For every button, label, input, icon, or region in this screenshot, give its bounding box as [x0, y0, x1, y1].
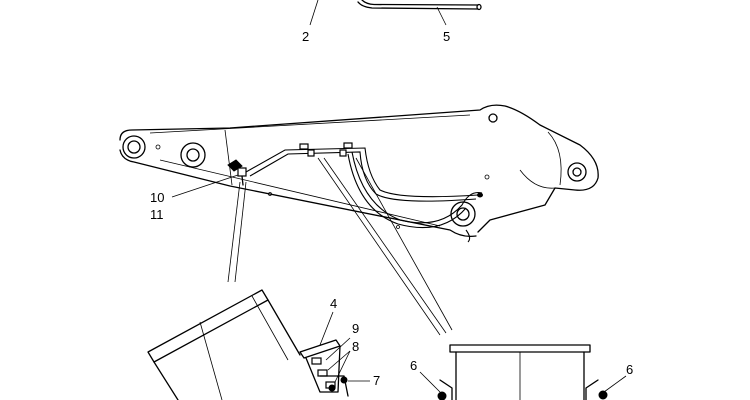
callout-4: 4	[330, 296, 337, 311]
callout-7: 7	[373, 373, 380, 388]
callout-5: 5	[443, 29, 450, 44]
leader-6-right	[603, 375, 627, 393]
callout-9: 9	[352, 321, 359, 336]
dipper-arm	[119, 104, 599, 238]
fitting-10-11	[227, 159, 247, 186]
callout-11: 11	[150, 207, 164, 222]
callout-2: 2	[302, 29, 309, 44]
leader-6-left	[419, 371, 441, 393]
extension-lines	[227, 157, 453, 336]
leader-8a	[327, 350, 351, 371]
leader-8b	[334, 350, 351, 383]
hydraulic-hoses	[245, 142, 483, 243]
callout-10: 10	[150, 190, 164, 205]
leader-5	[436, 6, 447, 26]
part-5-tube	[357, 0, 482, 11]
valve-assembly	[299, 339, 349, 397]
bucket-right	[437, 344, 608, 400]
leader-10-11	[171, 174, 239, 198]
bucket-left	[147, 289, 301, 400]
callout-6-left: 6	[410, 358, 417, 373]
callout-6-right: 6	[626, 362, 633, 377]
callout-8: 8	[352, 339, 359, 354]
leader-2	[309, 0, 319, 26]
leader-4	[319, 311, 334, 346]
leader-9	[325, 337, 351, 361]
